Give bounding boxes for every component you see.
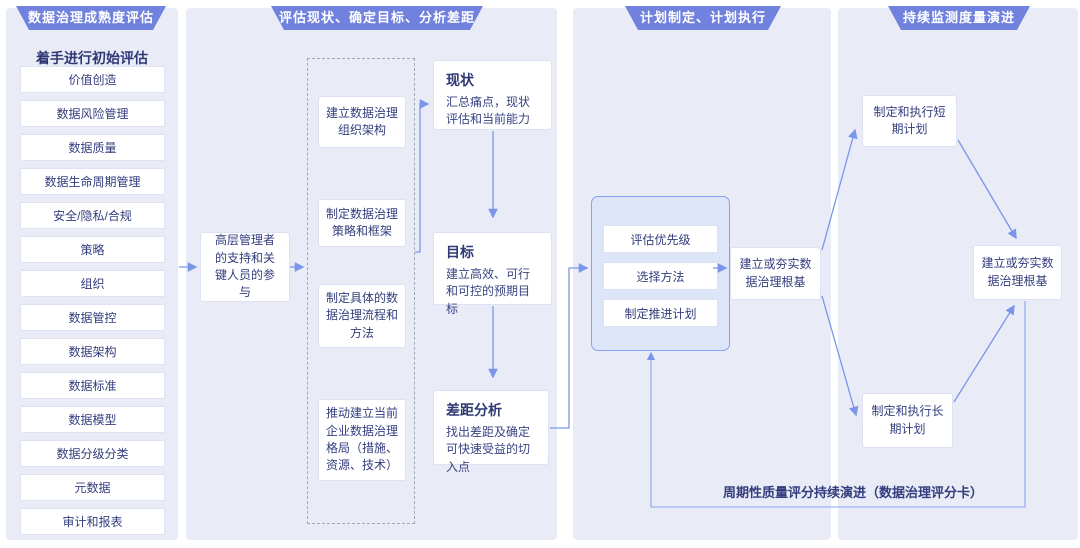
current-status-title: 现状 xyxy=(446,72,474,88)
current-status-box: 现状 汇总痛点，现状评估和当前能力 xyxy=(433,60,552,130)
gap-analysis-box: 差距分析 找出差距及确定可快速受益的切入点 xyxy=(433,390,549,474)
stage-tab-assess-goal-gap: 评估现状、确定目标、分析差距 xyxy=(271,6,483,30)
current-status-desc: 汇总痛点，现状评估和当前能力 xyxy=(446,95,531,127)
list-item: 数据风险管理 xyxy=(20,100,165,127)
foundation-box-monitor: 建立或夯实数据治理根基 xyxy=(973,245,1062,300)
long-term-plan-box: 制定和执行长期计划 xyxy=(862,393,953,448)
list-item: 数据质量 xyxy=(20,134,165,161)
panel-continuous-monitoring: 制定和执行短期计划 建立或夯实数据治理根基 制定和执行长期计划 xyxy=(838,8,1078,540)
panel-plan-execute: 评估优先级 选择方法 制定推进计划 建立或夯实数据治理根基 xyxy=(573,8,831,540)
stage-tab-maturity-assessment: 数据治理成熟度评估 xyxy=(16,6,166,30)
list-item: 价值创造 xyxy=(20,66,165,93)
panel-assess-goal-gap: 高层管理者的支持和关键人员的参与 建立数据治理组织架构 制定数据治理策略和框架 … xyxy=(186,8,557,540)
list-item: 数据标准 xyxy=(20,372,165,399)
initial-assessment-subtitle: 着手进行初始评估 xyxy=(36,50,148,66)
list-item: 审计和报表 xyxy=(20,508,165,535)
goal-box: 目标 建立高效、可行和可控的预期目标 xyxy=(433,232,552,316)
governance-setup-group: 建立数据治理组织架构 制定数据治理策略和框架 制定具体的数据治理流程和方法 推动… xyxy=(307,58,415,524)
list-item: 安全/隐私/合规 xyxy=(20,202,165,229)
process-method-box: 制定具体的数据治理流程和方法 xyxy=(318,284,406,348)
assess-priority-step: 评估优先级 xyxy=(603,225,718,253)
strategy-framework-box: 制定数据治理策略和框架 xyxy=(318,199,406,247)
stage-tab-continuous-monitoring: 持续监测度量演进 xyxy=(888,6,1030,30)
stage-tab-plan-execute: 计划制定、计划执行 xyxy=(625,6,781,30)
list-item: 策略 xyxy=(20,236,165,263)
planning-steps-list: 评估优先级 选择方法 制定推进计划 xyxy=(603,225,718,327)
list-item: 数据模型 xyxy=(20,406,165,433)
list-item: 组织 xyxy=(20,270,165,297)
scorecard-feedback-note: 周期性质量评分持续演进（数据治理评分卡） xyxy=(722,485,983,500)
foundation-box-plan: 建立或夯实数据治理根基 xyxy=(730,247,821,300)
gap-analysis-title: 差距分析 xyxy=(446,402,502,418)
list-item: 数据生命周期管理 xyxy=(20,168,165,195)
list-item: 数据管控 xyxy=(20,304,165,331)
gap-analysis-desc: 找出差距及确定可快速受益的切入点 xyxy=(446,425,531,474)
goal-desc: 建立高效、可行和可控的预期目标 xyxy=(446,267,531,316)
org-structure-box: 建立数据治理组织架构 xyxy=(318,96,406,148)
panel-maturity-assessment: 着手进行初始评估 价值创造 数据风险管理 数据质量 数据生命周期管理 安全/隐私… xyxy=(6,8,178,540)
goal-title: 目标 xyxy=(446,244,474,260)
short-term-plan-box: 制定和执行短期计划 xyxy=(862,95,957,147)
choose-method-step: 选择方法 xyxy=(603,262,718,290)
governance-pattern-box: 推动建立当前企业数据治理格局（措施、资源、技术） xyxy=(318,399,406,481)
list-item: 元数据 xyxy=(20,474,165,501)
maturity-dimension-list: 价值创造 数据风险管理 数据质量 数据生命周期管理 安全/隐私/合规 策略 组织… xyxy=(20,66,165,535)
sponsor-support-box: 高层管理者的支持和关键人员的参与 xyxy=(200,232,290,302)
list-item: 数据架构 xyxy=(20,338,165,365)
list-item: 数据分级分类 xyxy=(20,440,165,467)
planning-steps-container: 评估优先级 选择方法 制定推进计划 xyxy=(591,196,730,351)
make-roadmap-step: 制定推进计划 xyxy=(603,299,718,327)
